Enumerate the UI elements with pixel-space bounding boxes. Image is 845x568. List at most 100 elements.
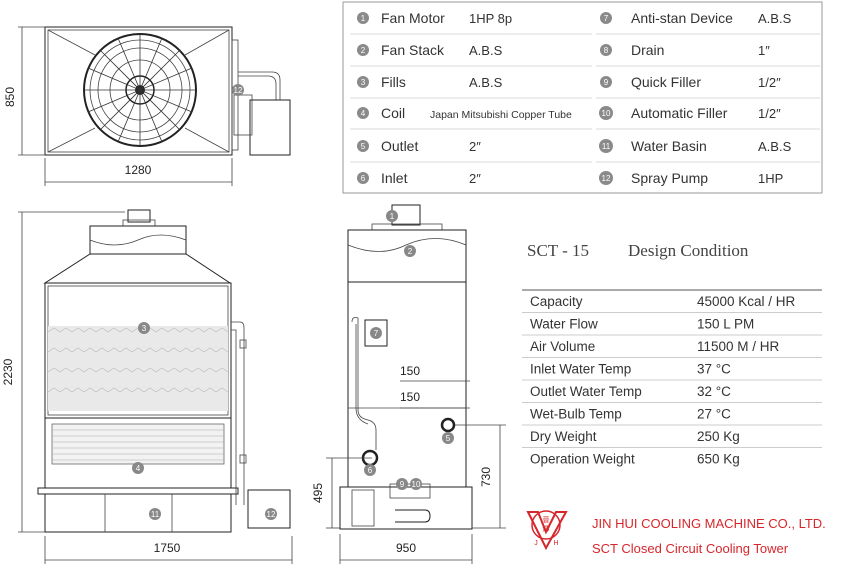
dim-side-730: 730	[479, 467, 493, 487]
design-value: 37 °C	[697, 362, 731, 377]
part-value: 2″	[469, 171, 481, 186]
part-value: A.B.S	[469, 75, 503, 90]
part-value: 1HP 8p	[469, 11, 512, 26]
svg-text:6: 6	[368, 466, 373, 475]
dim-top-height: 850	[3, 87, 17, 107]
model-label: SCT - 15	[527, 241, 589, 260]
part-badge-7	[600, 12, 612, 24]
front-view: 3 4 11 12 2230 1750	[1, 209, 293, 564]
part-name: Inlet	[381, 170, 408, 186]
design-label: Operation Weight	[530, 452, 635, 467]
company-logo: 晉 輝 J H	[526, 510, 568, 551]
design-label: Water Flow	[530, 317, 598, 332]
part-badge-8	[600, 44, 612, 56]
design-label: Air Volume	[530, 339, 595, 354]
design-label: Inlet Water Temp	[530, 362, 631, 377]
part-name: Water Basin	[631, 138, 707, 154]
design-label: Wet-Bulb Temp	[530, 407, 622, 422]
design-value: 32 °C	[697, 384, 731, 399]
design-label: Capacity	[530, 294, 583, 309]
part-name: Quick Filler	[631, 74, 701, 90]
dim-side-150-a: 150	[400, 364, 420, 378]
company-name: JIN HUI COOLING MACHINE CO., LTD.	[592, 516, 826, 531]
top-view: 12 850 1280	[3, 26, 291, 186]
svg-text:12: 12	[234, 86, 243, 95]
design-value: 11500 M / HR	[697, 339, 780, 354]
svg-text:7: 7	[374, 329, 379, 338]
dim-side-150-b: 150	[400, 390, 420, 404]
svg-text:2: 2	[408, 247, 413, 256]
part-number-11: 11	[602, 142, 611, 151]
brand-block: 晉 輝 J H JIN HUI COOLING MACHINE CO., LTD…	[526, 510, 826, 556]
part-number-10: 10	[602, 109, 611, 118]
svg-text:1: 1	[390, 212, 395, 221]
dim-side-width: 950	[396, 541, 416, 555]
svg-text:晉: 晉	[543, 516, 550, 524]
part-badge-2	[357, 44, 369, 56]
part-badge-6	[357, 172, 369, 184]
svg-text:J: J	[534, 540, 538, 547]
svg-text:9: 9	[400, 480, 405, 489]
svg-text:4: 4	[136, 464, 141, 473]
svg-text:3: 3	[142, 324, 147, 333]
svg-text:H: H	[553, 540, 558, 547]
part-number-3: 3	[361, 78, 366, 87]
part-value: Japan Mitsubishi Copper Tube	[430, 109, 572, 121]
part-badge-3	[357, 76, 369, 88]
svg-text:輝: 輝	[543, 524, 550, 533]
part-badge-11	[599, 139, 613, 153]
part-number-5: 5	[361, 142, 366, 151]
part-value: 1″	[758, 43, 770, 58]
part-name: Anti-stan Device	[631, 10, 733, 26]
part-value: A.B.S	[758, 11, 792, 26]
part-name: Fan Stack	[381, 42, 445, 58]
part-number-1: 1	[361, 14, 366, 23]
part-number-9: 9	[604, 78, 609, 87]
fan-icon	[83, 33, 197, 147]
badge-12-top	[232, 84, 244, 96]
part-number-6: 6	[361, 174, 366, 183]
svg-text:5: 5	[446, 434, 451, 443]
design-label: Dry Weight	[530, 429, 597, 444]
part-name: Automatic Filler	[631, 105, 728, 121]
part-value: 2″	[469, 139, 481, 154]
part-badge-10	[599, 106, 613, 120]
design-value: 27 °C	[697, 407, 731, 422]
part-badge-4	[357, 107, 369, 119]
design-value: 250 Kg	[697, 429, 740, 444]
part-name: Coil	[381, 105, 405, 121]
part-value: A.B.S	[469, 43, 503, 58]
part-badge-5	[357, 140, 369, 152]
dim-front-width: 1750	[154, 541, 181, 555]
part-number-8: 8	[604, 46, 609, 55]
fills-pattern	[47, 327, 229, 393]
part-value: 1/2″	[758, 106, 781, 121]
part-number-2: 2	[361, 46, 366, 55]
design-value: 45000 Kcal / HR	[697, 294, 796, 309]
part-badge-1	[357, 12, 369, 24]
part-name: Fan Motor	[381, 10, 445, 26]
product-name: SCT Closed Circuit Cooling Tower	[592, 541, 789, 556]
part-number-4: 4	[361, 109, 366, 118]
part-value: 1HP	[758, 171, 783, 186]
part-badge-12	[599, 171, 613, 185]
design-value: 650 Kg	[697, 452, 740, 467]
part-name: Spray Pump	[631, 170, 708, 186]
part-name: Outlet	[381, 138, 418, 154]
dim-side-495: 495	[311, 483, 325, 503]
design-condition: SCT - 15 Design Condition Capacity 45000 …	[522, 241, 822, 467]
dim-top-width: 1280	[125, 163, 152, 177]
side-view: 1 2 7 6 5 9 10 150 150 495 730	[311, 204, 506, 564]
part-number-12: 12	[602, 174, 611, 183]
svg-text:11: 11	[151, 510, 160, 519]
design-heading: Design Condition	[628, 241, 749, 260]
svg-text:10: 10	[412, 480, 421, 489]
part-name: Drain	[631, 42, 664, 58]
design-value: 150 L PM	[697, 317, 754, 332]
part-value: A.B.S	[758, 139, 792, 154]
part-name: Fills	[381, 74, 406, 90]
part-badge-9	[600, 76, 612, 88]
dim-front-height: 2230	[1, 358, 15, 385]
design-label: Outlet Water Temp	[530, 384, 642, 399]
